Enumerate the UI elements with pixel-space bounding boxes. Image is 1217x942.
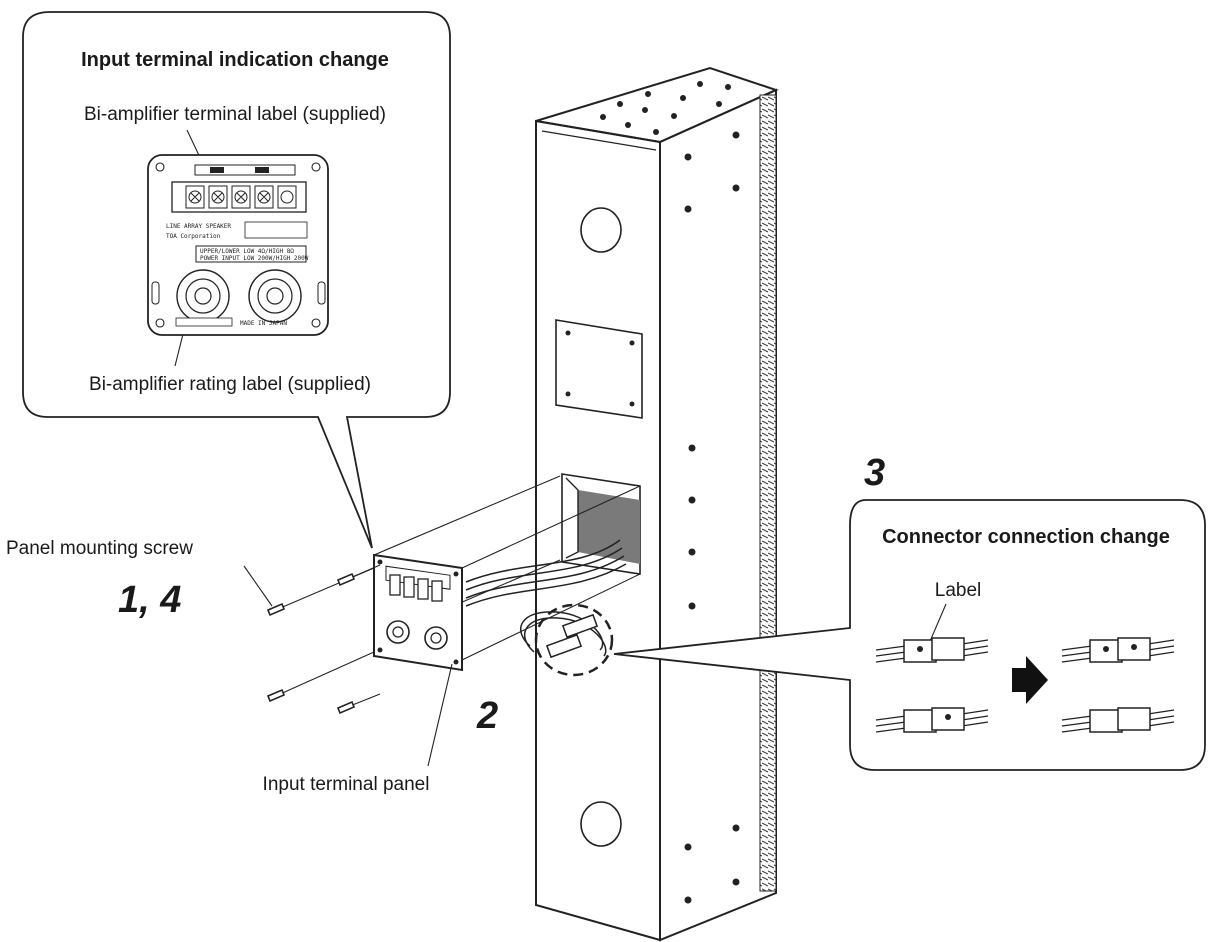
panel-made-in: MADE IN JAPAN	[240, 320, 287, 327]
connector-label-caption: Label	[935, 580, 982, 601]
heat-fins	[759, 94, 777, 892]
input-panel-label: Input terminal panel	[263, 774, 430, 795]
terminal-panel-detail: LINE ARRAY SPEAKER TOA Corporation UPPER…	[147, 154, 329, 336]
panel-manufacturer: TOA Corporation	[166, 233, 221, 240]
panel-screw-label: Panel mounting screw	[6, 538, 193, 559]
input-terminal-callout: Input terminal indication change Bi-ampl…	[22, 11, 451, 549]
connector-callout: Connector connection change Label	[613, 499, 1206, 771]
speaker-cabinet	[535, 66, 779, 942]
connector-pair-after-top	[1061, 637, 1175, 663]
terminal-label-caption: Bi-amplifier terminal label (supplied)	[84, 104, 386, 125]
panel-product-line: LINE ARRAY SPEAKER	[166, 223, 231, 230]
callout-title-input: Input terminal indication change	[81, 49, 389, 71]
right-arrow-icon	[1012, 656, 1048, 704]
callout-title-connector: Connector connection change	[882, 526, 1170, 548]
wire-harness	[465, 539, 627, 659]
rating-label-line2: POWER INPUT LOW 200W/HIGH 200W	[200, 255, 309, 262]
panel-mounting-screws	[266, 564, 381, 715]
step-2: 2	[476, 695, 498, 737]
step-1-4: 1, 4	[118, 579, 181, 621]
connector-pair-before-bottom	[875, 707, 989, 733]
rating-label-caption: Bi-amplifier rating label (supplied)	[89, 374, 371, 395]
step-3: 3	[864, 452, 885, 494]
input-terminal-panel	[373, 553, 463, 672]
connector-highlight-circle	[534, 603, 614, 677]
connector-pair-after-bottom	[1061, 707, 1175, 733]
rating-label-line1: UPPER/LOWER LOW 4Ω/HIGH 8Ω	[200, 248, 294, 255]
connector-pair-before-top	[875, 637, 989, 663]
